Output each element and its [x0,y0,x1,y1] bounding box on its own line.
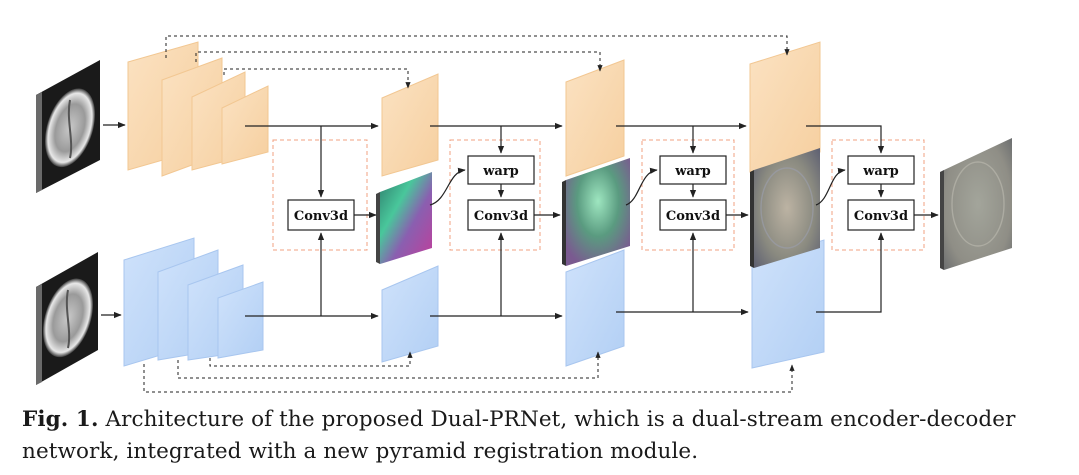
encoder-stack-moving [123,237,264,367]
figure-label: Fig. 1. [22,407,99,432]
svg-text:Conv3d: Conv3d [666,209,720,224]
solid-connections [245,122,939,320]
warp-block-4: warp [847,155,915,185]
decoder-feature-fixed-1 [381,73,439,177]
svg-text:Conv3d: Conv3d [294,209,348,224]
conv3d-block-4: Conv3d [847,199,915,231]
registration-module-2 [449,139,541,251]
svg-text:warp: warp [674,164,711,179]
deformation-field-3 [750,148,820,268]
skip-connections [143,35,795,393]
input-image-moving [36,252,98,385]
architecture-diagram: Conv3d warp Conv3d warp Conv3d warp Conv… [36,35,1012,393]
warp-block-2: warp [467,155,535,185]
conv3d-block-1: Conv3d [287,199,355,231]
decoder-feature-fixed-2 [565,59,625,177]
svg-text:Conv3d: Conv3d [474,209,528,224]
conv3d-block-2: Conv3d [467,199,535,231]
deformation-field-output [940,138,1012,270]
svg-text:warp: warp [482,164,519,179]
registration-module-3 [641,139,735,251]
deformation-field-1 [376,172,432,264]
registration-module-4 [831,139,925,251]
input-image-fixed [36,60,100,193]
decoder-feature-moving-1 [381,265,439,363]
registration-module-1 [272,139,368,251]
encoder-stack-fixed [127,41,269,177]
caption-text: Architecture of the proposed Dual-PRNet,… [22,407,1016,464]
svg-text:warp: warp [862,164,899,179]
conv3d-block-3: Conv3d [659,199,727,231]
svg-text:Conv3d: Conv3d [854,209,908,224]
decoder-feature-moving-2 [565,249,625,367]
deformation-field-2 [562,158,630,266]
figure-caption: Fig. 1. Architecture of the proposed Dua… [22,404,1062,468]
warp-block-3: warp [659,155,727,185]
